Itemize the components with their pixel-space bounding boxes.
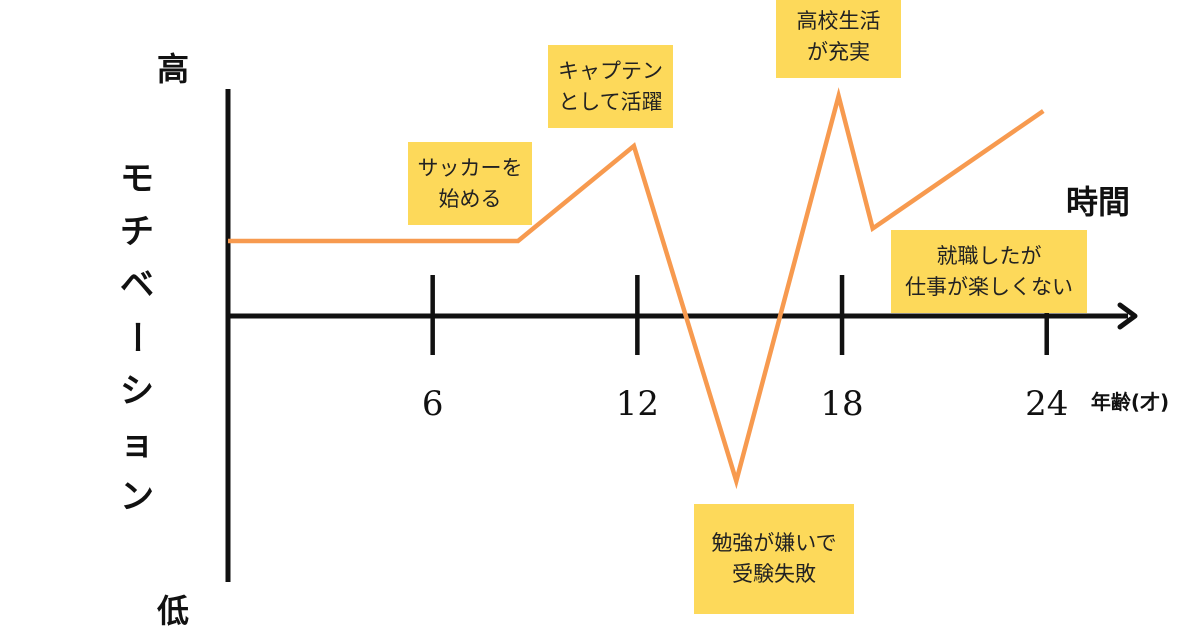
annotation-text-line: 高校生活 [796,8,881,33]
annotation-text-line: キャプテン [558,58,663,83]
annotation-text-line: 就職したが [936,243,1042,268]
y-axis-label-char: チ [120,212,154,252]
annotation-box: サッカーを始める [408,142,532,225]
annotation-text-line: 受験失敗 [732,562,816,586]
annotation-text-line: が充実 [807,39,870,64]
annotation-text-line: 勉強が嫌いで [711,531,837,555]
annotation-text-line: 仕事が楽しくない [905,274,1073,299]
y-axis-label-char: シ [120,371,154,411]
annotation-text-line: サッカーを [417,155,523,180]
y-axis-label-char: モ [120,159,154,199]
motivation-line-series [228,87,1045,490]
annotation-text-line: として活躍 [558,89,663,114]
y-axis-label-char: ベ [120,265,154,305]
x-tick-label-18: 18 [820,384,863,424]
annotation-box: 高校生活が充実 [776,0,901,78]
x-tick-label-24: 24 [1025,384,1068,424]
y-high-label: 高 [157,50,189,88]
x-tick-label-12: 12 [616,384,659,424]
y-low-label: 低 [157,592,189,630]
y-axis-label-char: ン [120,477,154,517]
annotation-box: 就職したが仕事が楽しくない [891,230,1087,313]
x-axis-unit: 年齢(才) [1091,390,1169,414]
axes [225,89,1138,582]
x-axis-label: 時間 [1066,183,1130,221]
annotation-text-line: 始める [438,186,502,211]
x-axis-arrowhead [1117,302,1138,330]
y-axis-label-char: ョ [120,424,154,464]
x-tick-label-6: 6 [422,384,444,424]
y-axis-label-char: ー [116,320,156,354]
annotation-box: キャプテンとして活躍 [548,45,673,128]
annotation-box: 勉強が嫌いで受験失敗 [694,504,854,614]
series-line-0 [228,87,1045,490]
